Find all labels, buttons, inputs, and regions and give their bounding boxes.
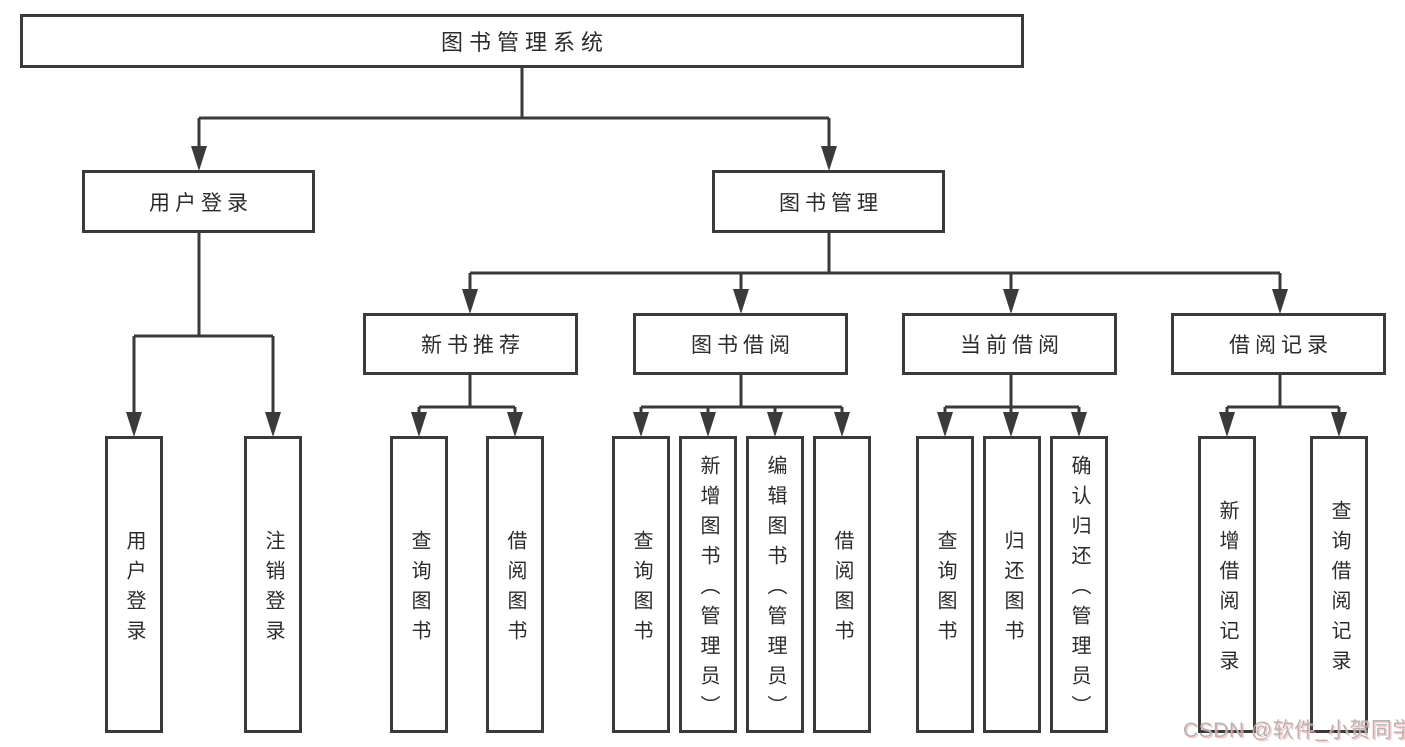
leaf-add-book-admin-label: 新增图书（管理员） — [697, 454, 719, 725]
arrow-head — [1003, 412, 1019, 437]
arrow-head — [937, 412, 953, 437]
connector-borrow-records — [1225, 375, 1341, 415]
arrow-head — [1071, 412, 1087, 437]
arrow-head — [834, 412, 850, 437]
arrow-head — [733, 289, 749, 314]
arrow-head — [462, 289, 478, 314]
node-root-label: 图书管理系统 — [440, 30, 609, 55]
leaf-add-book-admin: 新增图书（管理员） — [679, 436, 737, 733]
connector-book-borrow — [639, 375, 844, 415]
leaf-edit-book-admin: 编辑图书（管理员） — [746, 436, 804, 733]
leaf-query-books-2-label: 查询图书 — [630, 529, 652, 650]
connector-root — [197, 68, 831, 150]
leaf-edit-book-admin-label: 编辑图书（管理员） — [764, 454, 786, 725]
connector-new-book-recommend — [417, 375, 517, 415]
arrow-head — [821, 146, 837, 171]
node-current-borrow: 当前借阅 — [902, 313, 1117, 375]
node-new-book-recommend: 新书推荐 — [363, 313, 578, 375]
connector-user-login — [132, 233, 275, 415]
leaf-borrow-books-2-label: 借阅图书 — [831, 529, 853, 650]
leaf-return-book: 归还图书 — [983, 436, 1041, 733]
node-new-book-recommend-label: 新书推荐 — [421, 334, 525, 357]
arrow-head — [411, 412, 427, 437]
arrow-head — [1272, 289, 1288, 314]
node-user-login: 用户登录 — [82, 170, 315, 233]
node-borrow-records: 借阅记录 — [1171, 313, 1386, 375]
leaf-logout-label: 注销登录 — [262, 529, 284, 650]
leaf-logout: 注销登录 — [244, 436, 302, 733]
leaf-query-books-1-label: 查询图书 — [408, 529, 430, 650]
connector-current-borrow — [943, 375, 1081, 415]
node-book-borrow-label: 图书借阅 — [691, 334, 795, 357]
leaf-query-borrow-record: 查询借阅记录 — [1310, 436, 1368, 733]
node-user-login-label: 用户登录 — [149, 191, 253, 215]
arrow-head — [265, 412, 281, 437]
watermark: CSDN @软件_小贺同学 — [1183, 719, 1405, 742]
leaf-query-books-1: 查询图书 — [390, 436, 448, 733]
node-current-borrow-label: 当前借阅 — [960, 334, 1064, 357]
arrow-head — [126, 412, 142, 437]
arrow-head — [700, 412, 716, 437]
leaf-borrow-books-1-label: 借阅图书 — [504, 529, 526, 650]
leaf-confirm-return-admin: 确认归还（管理员） — [1050, 436, 1108, 733]
node-root: 图书管理系统 — [20, 14, 1024, 68]
node-book-management: 图书管理 — [712, 170, 945, 233]
leaf-query-books-2: 查询图书 — [612, 436, 670, 733]
connector-book-management — [468, 233, 1282, 293]
arrow-head — [191, 146, 207, 171]
arrow-head — [1003, 289, 1019, 314]
node-book-borrow: 图书借阅 — [633, 313, 848, 375]
leaf-add-borrow-record: 新增借阅记录 — [1198, 436, 1256, 733]
arrow-head — [1331, 412, 1347, 437]
leaf-add-borrow-record-label: 新增借阅记录 — [1216, 499, 1238, 680]
leaf-user-login-label: 用户登录 — [123, 529, 145, 650]
arrow-head — [633, 412, 649, 437]
node-book-management-label: 图书管理 — [779, 191, 883, 215]
arrow-head — [1219, 412, 1235, 437]
node-borrow-records-label: 借阅记录 — [1229, 334, 1333, 357]
leaf-borrow-books-1: 借阅图书 — [486, 436, 544, 733]
leaf-query-books-3: 查询图书 — [916, 436, 974, 733]
arrow-head — [767, 412, 783, 437]
arrow-head — [507, 412, 523, 437]
leaf-query-borrow-record-label: 查询借阅记录 — [1328, 499, 1350, 680]
leaf-borrow-books-2: 借阅图书 — [813, 436, 871, 733]
leaf-confirm-return-admin-label: 确认归还（管理员） — [1068, 454, 1090, 725]
leaf-return-book-label: 归还图书 — [1001, 529, 1023, 650]
leaf-user-login: 用户登录 — [105, 436, 163, 733]
leaf-query-books-3-label: 查询图书 — [934, 529, 956, 650]
